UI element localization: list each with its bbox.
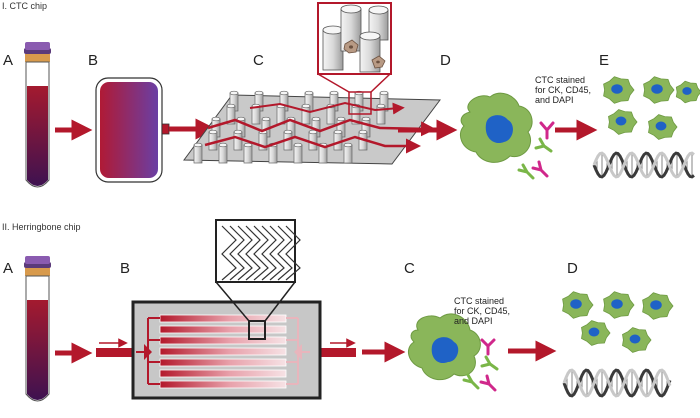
cell-cluster-2 xyxy=(562,291,674,353)
captured-cell xyxy=(603,291,635,319)
stain-note-1: CTC stained for CK, CD45, and DAPI xyxy=(535,75,591,105)
step-label-e: E xyxy=(599,52,610,69)
chip-pillar xyxy=(301,103,311,125)
chip-pillar xyxy=(336,116,346,138)
stain-note-2-line-1: CTC stained xyxy=(454,296,505,306)
section-title-ctc-chip: I. CTC chip xyxy=(2,1,48,11)
stained-ctc-cell-1 xyxy=(460,92,533,163)
step-label-d: D xyxy=(440,52,451,69)
stain-note-1-line-3: and DAPI xyxy=(535,95,574,105)
captured-cell xyxy=(562,291,594,319)
herringbone-chip xyxy=(96,300,356,400)
step-label-a-2: A xyxy=(3,260,14,277)
chip-pillar xyxy=(376,103,386,125)
chip-pillar xyxy=(218,142,228,164)
stain-note-1-line-2: for CK, CD45, xyxy=(535,85,592,95)
stain-note-2-line-2: for CK, CD45, xyxy=(454,306,511,316)
step-label-c-2: C xyxy=(404,260,415,277)
ctc-chip xyxy=(183,90,441,165)
captured-cell xyxy=(648,114,678,140)
dna-helix-2 xyxy=(562,368,672,398)
chip-zoom-inset xyxy=(317,2,392,115)
antibodies-2 xyxy=(462,338,499,392)
step-label-b-2: B xyxy=(120,260,131,277)
stain-note-2: CTC stained for CK, CD45, and DAPI xyxy=(454,296,510,326)
captured-cell xyxy=(643,76,675,104)
blood-chamber xyxy=(95,77,170,183)
stain-note-2-line-3: and DAPI xyxy=(454,316,493,326)
captured-cell xyxy=(642,292,674,320)
step-label-d-2: D xyxy=(567,260,578,277)
chip-pillar xyxy=(193,142,203,164)
captured-cell xyxy=(608,109,638,135)
chip-pillar xyxy=(308,129,318,151)
step-label-a: A xyxy=(3,52,14,69)
chip-pillar xyxy=(283,129,293,151)
blood-tube-1 xyxy=(24,42,51,188)
captured-cell xyxy=(622,327,652,353)
section-title-herringbone-chip: II. Herringbone chip xyxy=(2,222,81,232)
chip-pillar xyxy=(343,142,353,164)
dna-helix-1 xyxy=(592,151,695,179)
captured-cell xyxy=(581,320,611,346)
captured-cell xyxy=(675,80,700,104)
chip-pillar xyxy=(208,129,218,151)
blood-tube-2 xyxy=(24,256,51,402)
stain-note-1-line-1: CTC stained xyxy=(535,75,586,85)
chip-pillar xyxy=(333,129,343,151)
cell-cluster-1 xyxy=(603,76,700,140)
chip-pillar xyxy=(243,142,253,164)
chip-pillar xyxy=(276,103,286,125)
chip-pillar xyxy=(229,90,239,112)
step-label-c: C xyxy=(253,52,264,69)
stained-ctc-cell-2 xyxy=(407,313,481,381)
step-label-b: B xyxy=(88,52,99,69)
captured-cell xyxy=(603,76,635,104)
herringbone-zoom-inset xyxy=(215,219,301,340)
chip-pillar xyxy=(233,129,243,151)
chip-pillar xyxy=(226,103,236,125)
chip-pillar xyxy=(293,142,303,164)
antibodies-1 xyxy=(517,121,555,180)
